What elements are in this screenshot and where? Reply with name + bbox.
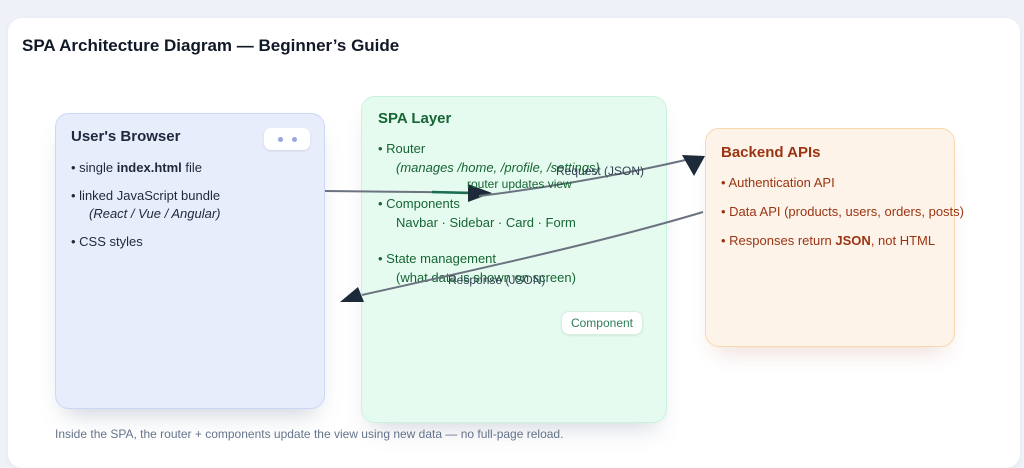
bullet-item: • CSS styles: [71, 234, 309, 250]
bullet-glyph: •: [378, 251, 387, 266]
text-part: index.html: [116, 160, 182, 175]
bullet-glyph: •: [721, 204, 730, 219]
bullet-item: • single index.html file: [71, 160, 309, 176]
footer-note: Inside the SPA, the router + components …: [55, 427, 564, 441]
text-part: single: [79, 160, 117, 175]
bullet-glyph: •: [721, 175, 729, 190]
bullet-glyph: •: [378, 141, 387, 156]
text-part: linked JavaScript bundle: [79, 188, 221, 203]
backend-box-list: • Authentication API• Data API (products…: [721, 175, 964, 249]
text-part: file: [181, 160, 202, 175]
window-dot-icon: [277, 136, 283, 142]
text-part: Authentication API: [728, 175, 835, 190]
bullet-glyph: •: [71, 160, 80, 175]
text-part: Components: [386, 196, 460, 211]
component-chip: Component: [561, 311, 643, 335]
window-dot-icon: [291, 136, 297, 142]
browser-box-list: • single index.html file• linked JavaScr…: [71, 160, 309, 250]
bullet-item: • linked JavaScript bundle (React / Vue /…: [71, 188, 309, 222]
bullet-glyph: •: [378, 196, 387, 211]
browser-box: User's Browser • single index.html file•…: [55, 113, 325, 409]
router-updates-label: router updates view: [467, 177, 572, 191]
text-part: Responses return: [729, 233, 836, 248]
bullet-glyph: •: [71, 234, 80, 249]
spa-box-list: • Router(manages /home, /profile, /setti…: [378, 141, 650, 286]
browser-window-icon: [264, 128, 310, 150]
bullet-glyph: •: [71, 188, 80, 203]
spa-box: SPA Layer • Router(manages /home, /profi…: [361, 96, 667, 423]
text-part: State management: [386, 251, 497, 266]
response-json-label: Response (JSON): [448, 273, 546, 287]
browser-box-title: User's Browser: [71, 128, 181, 145]
bullet-item: • Responses return JSON, not HTML: [721, 233, 939, 249]
text-part: , not HTML: [870, 233, 936, 248]
text-part: CSS styles: [79, 234, 143, 249]
bullet-glyph: •: [721, 233, 730, 248]
sub-text: Navbar · Sidebar · Card · Form: [396, 215, 576, 230]
text-part: Data API (products, users, orders, posts…: [729, 204, 964, 219]
request-json-label: Request (JSON): [556, 164, 645, 178]
backend-box-title: Backend APIs: [721, 144, 821, 161]
spa-box-title: SPA Layer: [378, 110, 452, 127]
text-part: Router: [386, 141, 426, 156]
bullet-item: • Authentication API: [721, 175, 939, 191]
page-title: SPA Architecture Diagram — Beginner’s Gu…: [22, 36, 400, 55]
backend-box: Backend APIs • Authentication API• Data …: [705, 128, 964, 347]
bullet-item: • Data API (products, users, orders, pos…: [721, 204, 964, 220]
sub-text: (React / Vue / Angular): [89, 206, 221, 221]
text-part: JSON: [835, 233, 871, 248]
